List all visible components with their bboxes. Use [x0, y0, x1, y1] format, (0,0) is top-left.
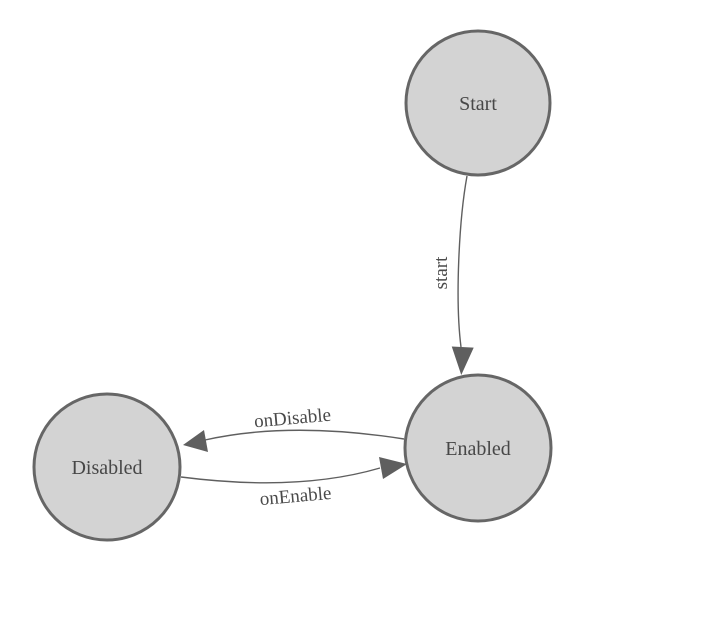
edge-label-start: start: [431, 256, 452, 289]
node-start: Start: [404, 29, 552, 177]
edge-start-to-enabled: start: [431, 175, 474, 375]
edge-label-ondisable: onDisable: [253, 405, 332, 433]
edge-ondisable-line: [204, 429, 405, 441]
node-disabled-label: Disabled: [71, 457, 142, 479]
node-start-circle: [404, 29, 552, 177]
edge-enabled-to-disabled: onDisable: [183, 405, 405, 452]
edge-start-line: [457, 175, 468, 348]
arrowhead-into-enabled-from-disabled-icon: [379, 457, 407, 479]
node-enabled-label: Enabled: [445, 438, 511, 460]
edge-onenable-line: [180, 467, 381, 484]
edge-disabled-to-enabled: onEnable: [180, 457, 407, 510]
node-disabled: Disabled: [32, 392, 182, 542]
arrowhead-into-disabled-icon: [183, 430, 208, 452]
node-start-label: Start: [459, 93, 497, 115]
node-enabled: Enabled: [403, 373, 553, 523]
node-disabled-circle: [32, 392, 182, 542]
arrowhead-into-enabled-icon: [451, 346, 474, 375]
edge-label-onenable: onEnable: [259, 483, 332, 510]
node-enabled-circle: [403, 373, 553, 523]
